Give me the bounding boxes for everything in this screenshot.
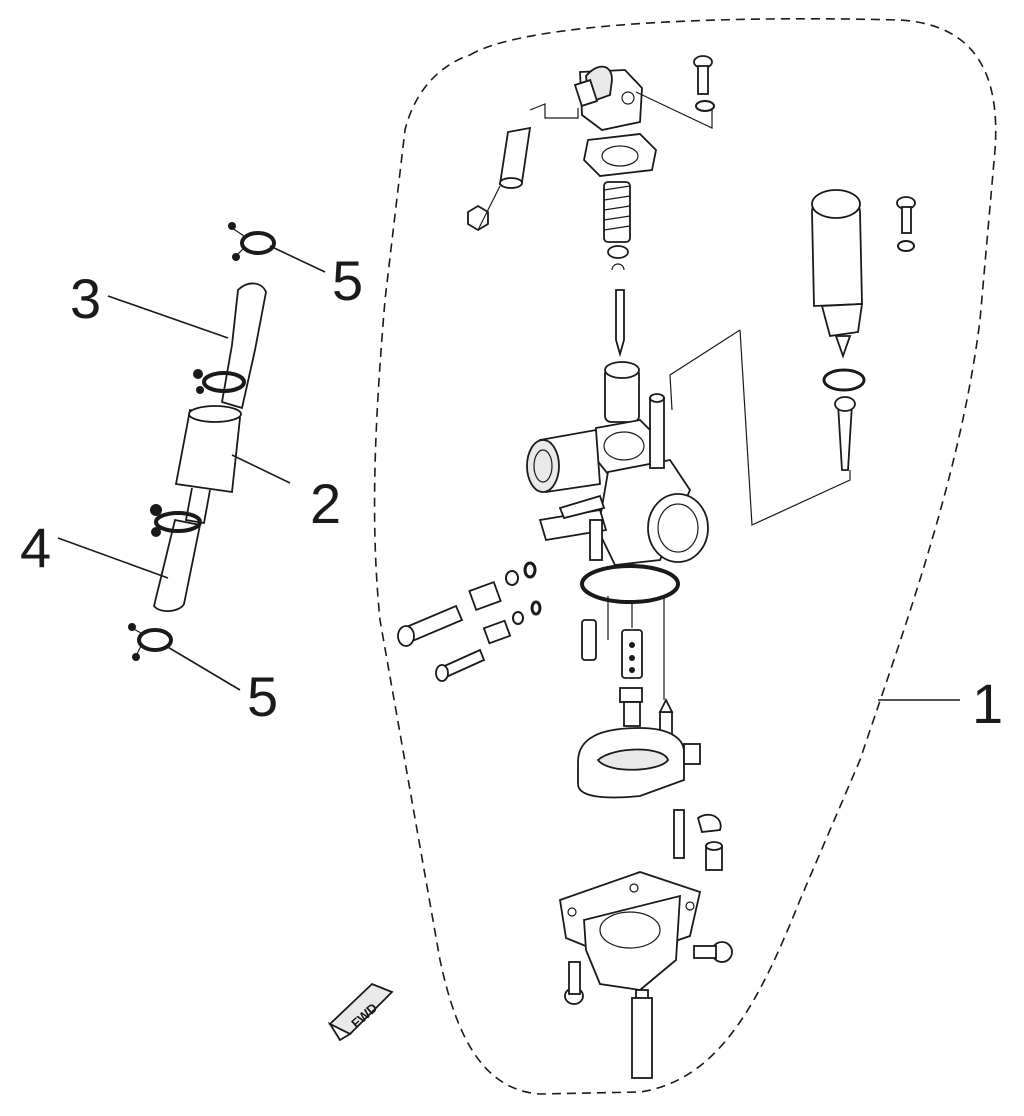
air-screw-assembly (397, 561, 537, 647)
leader-lines (57, 245, 960, 701)
fwd-direction-marker: FWD (327, 982, 394, 1042)
cable-boot (498, 126, 532, 186)
main-jet (619, 687, 643, 727)
fuel-hose-upper (220, 282, 267, 410)
throttle-slide (604, 361, 640, 423)
hose-clamp-lower (150, 504, 202, 537)
bowl-screw (564, 961, 584, 1005)
hose-clamp-top (228, 222, 276, 261)
drain-tube (631, 989, 653, 1079)
callout-5-bottom: 5 (247, 665, 278, 728)
fuel-filter (174, 405, 242, 525)
hose-clamp-upper (193, 369, 246, 394)
hose-clamp-bottom (128, 623, 173, 661)
screw-top-right (693, 55, 715, 112)
float-bowl-o-ring (580, 564, 680, 604)
choke-plunger (811, 189, 864, 359)
callout-4: 4 (20, 516, 51, 579)
pilot-jet (581, 619, 597, 661)
needle-jet (621, 629, 643, 679)
float-bowl (558, 871, 702, 991)
callout-2: 2 (310, 472, 341, 535)
fuel-hose-lower (153, 518, 202, 612)
top-cap (573, 65, 643, 131)
bowl-side-bolt (693, 941, 733, 963)
callout-1: 1 (972, 672, 1003, 735)
callout-5-top: 5 (332, 249, 363, 312)
float-pin (673, 809, 685, 859)
throttle-spring (603, 181, 631, 243)
choke-valve (837, 403, 853, 471)
carburetor-assembly (397, 55, 916, 1079)
jet-needle (615, 289, 625, 358)
callout-labels: 5 3 2 4 5 1 (20, 249, 1003, 735)
choke-o-ring (822, 368, 866, 392)
screw-choke (896, 196, 916, 252)
carburetor-body (526, 393, 709, 566)
callout-3: 3 (70, 267, 101, 330)
adjuster-nut (467, 204, 489, 232)
drain-screw (696, 813, 723, 871)
float (577, 727, 701, 799)
idle-screw-assembly (435, 600, 542, 682)
fuel-line-group (128, 222, 276, 661)
top-gasket (583, 133, 657, 177)
